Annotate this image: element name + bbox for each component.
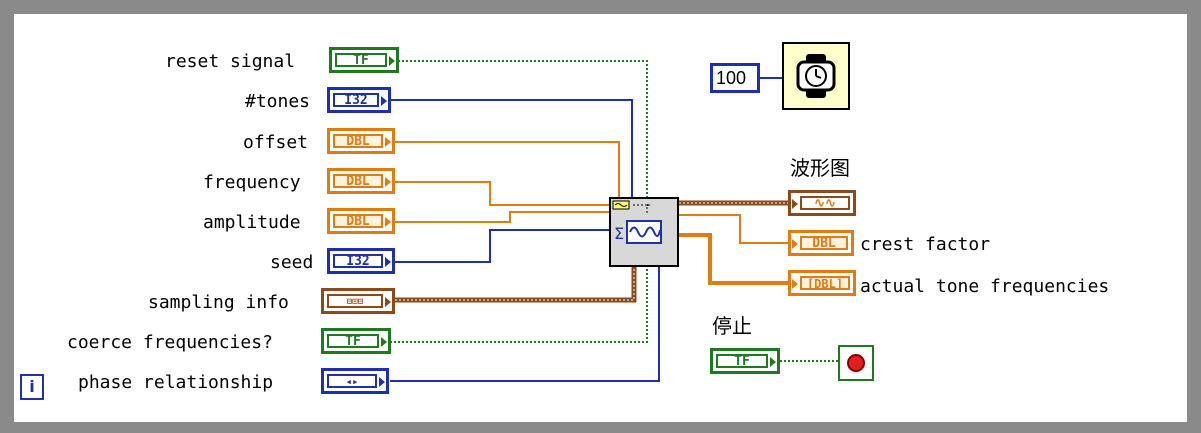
indicator-waveform-graph[interactable]: ∿∿	[788, 190, 856, 216]
label-waveform-graph: 波形图	[790, 156, 850, 180]
wire-offset	[395, 141, 620, 200]
label-crest-factor: crest factor	[860, 234, 991, 255]
terminal-amplitude[interactable]: DBL	[327, 208, 395, 234]
terminal-stop[interactable]: TF	[710, 348, 780, 374]
label-stop: 停止	[712, 314, 752, 338]
terminal-sampling-info[interactable]: ⊟⊡⊟	[321, 288, 395, 314]
wire-sampling-info	[395, 267, 637, 303]
wire-amplitude	[395, 211, 609, 223]
indicator-crest-factor[interactable]: DBL	[788, 230, 854, 256]
iteration-terminal-icon: i	[20, 374, 44, 400]
wait-constant[interactable]: 100	[710, 63, 760, 93]
terminal-seed[interactable]: I32	[327, 248, 395, 274]
stop-button-icon[interactable]	[838, 345, 874, 381]
terminal-offset[interactable]: DBL	[327, 128, 395, 154]
label-amplitude: amplitude	[203, 212, 301, 233]
label-frequency: frequency	[203, 172, 301, 193]
wire-frequency	[395, 181, 609, 206]
wire-crest-factor	[679, 214, 788, 244]
wire-reset-signal	[398, 60, 648, 200]
terminal-tones[interactable]: I32	[327, 87, 391, 113]
terminal-coerce-frequencies[interactable]: TF	[321, 328, 391, 354]
indicator-actual-tone-frequencies[interactable]: [DBL]	[788, 270, 856, 296]
wire-tone-freqs	[679, 233, 788, 285]
label-actual-tone-frequencies: actual tone frequencies	[860, 276, 1110, 297]
label-tones: #tones	[245, 91, 311, 112]
terminal-phase-relationship[interactable]: ◂▸	[321, 368, 389, 394]
terminal-reset-signal[interactable]: TF	[329, 47, 399, 73]
label-sampling-info: sampling info	[148, 292, 289, 313]
label-coerce-frequencies: coerce frequencies?	[67, 332, 273, 353]
label-offset: offset	[243, 132, 309, 153]
svg-text:Σ: Σ	[614, 224, 624, 243]
wire-coerce	[390, 267, 648, 343]
label-seed: seed	[270, 252, 314, 273]
multitone-generator-icon[interactable]: Σ	[609, 197, 679, 267]
wait-ms-icon[interactable]	[782, 42, 850, 110]
label-phase-relationship: phase relationship	[78, 372, 274, 393]
label-reset-signal: reset signal	[165, 51, 296, 72]
wire-seed	[395, 229, 609, 263]
wire-tones	[390, 99, 633, 200]
wire-phase	[390, 267, 660, 382]
terminal-frequency[interactable]: DBL	[327, 168, 395, 194]
